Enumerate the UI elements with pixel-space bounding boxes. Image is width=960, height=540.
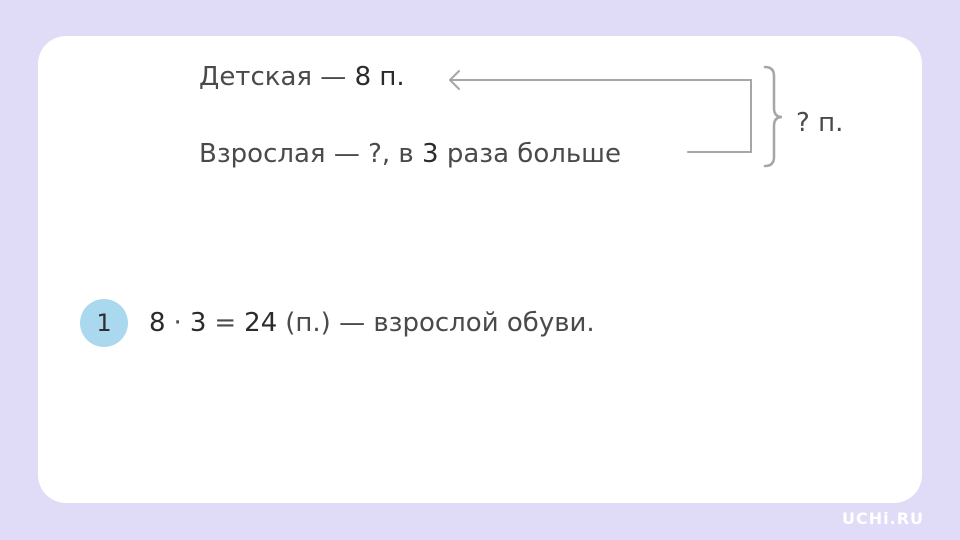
result-unit-text: (п.) — взрослой обуви. (285, 308, 595, 338)
adult-shoes-factor: 3 (422, 139, 439, 169)
step-number-badge: 1 (80, 299, 128, 347)
adult-shoes-label: Взрослая — ?, в (199, 139, 423, 169)
result-value: 24 (244, 308, 278, 338)
operand-a: 8 (149, 308, 166, 338)
total-question: ? п. (796, 108, 844, 138)
operand-b: 3 (189, 308, 207, 338)
uchi-ru-logo: UCHi.RU (842, 509, 924, 528)
children-shoes-line: Детская — 8 п. (199, 64, 405, 90)
equals-sign: = (214, 308, 237, 338)
multiply-operator: · (173, 308, 182, 338)
content-card (38, 36, 922, 503)
children-shoes-label: Детская — (199, 62, 355, 92)
adult-shoes-line: Взрослая — ?, в 3 раза больше (199, 141, 621, 167)
adult-shoes-suffix: раза больше (438, 139, 621, 169)
solution-expression: 8·3=24(п.) — взрослой обуви. (149, 310, 595, 336)
children-shoes-value: 8 п. (354, 62, 405, 92)
